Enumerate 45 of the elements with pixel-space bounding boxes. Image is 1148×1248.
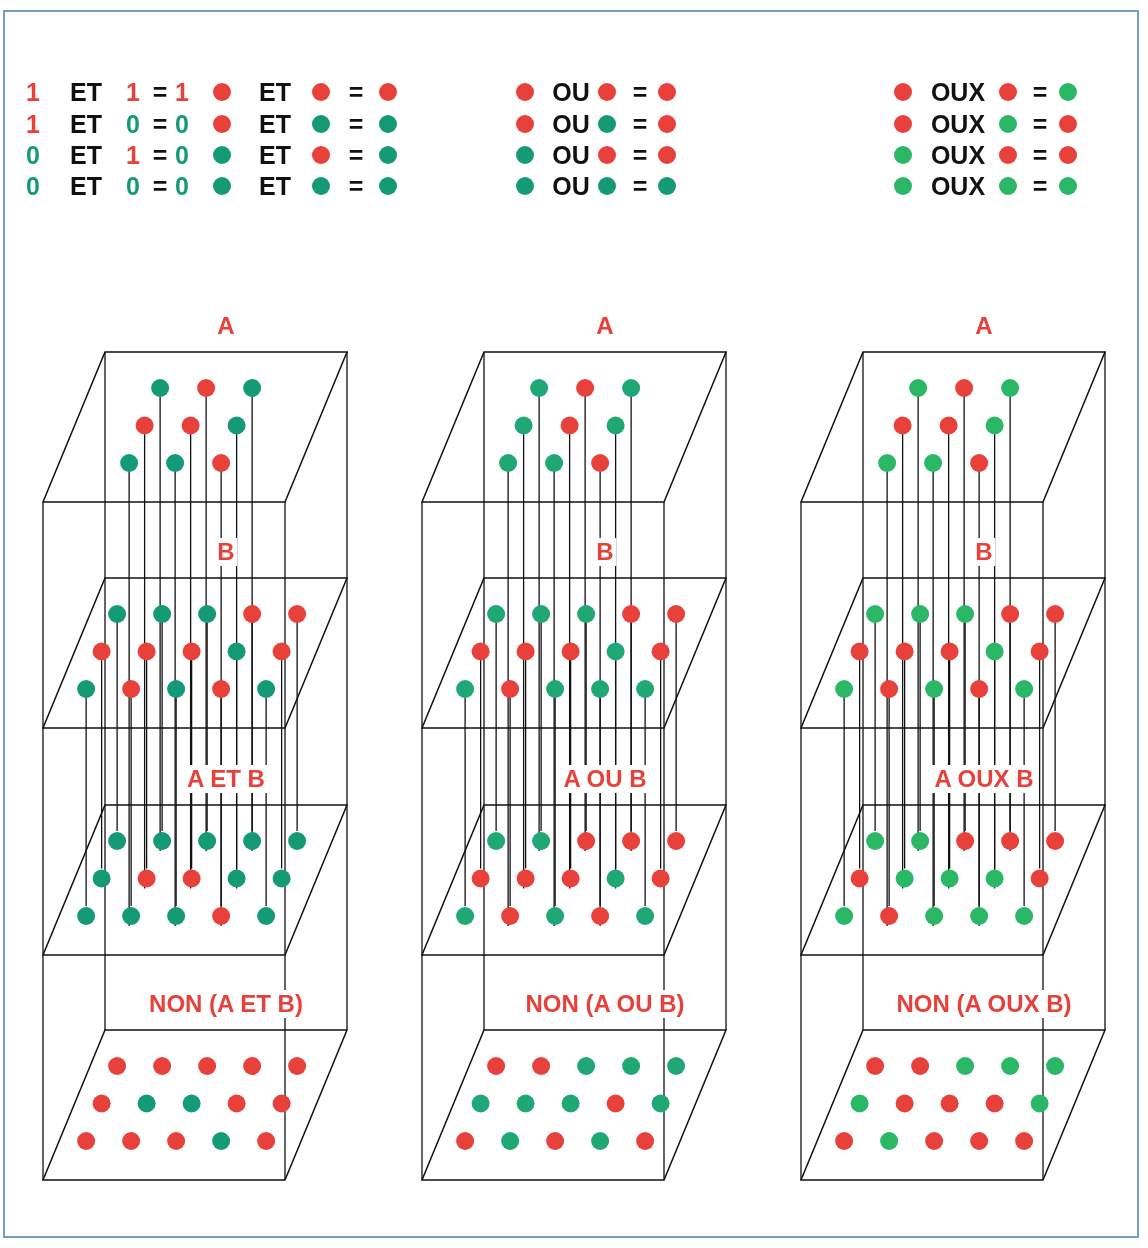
operator-label: ET: [70, 173, 102, 199]
bit-value: 0: [175, 111, 189, 137]
bit-value: 1: [126, 142, 140, 168]
bit-value: 1: [26, 111, 40, 137]
plane-label: A ET B: [184, 765, 268, 793]
equals-sign: =: [632, 79, 648, 105]
equals-sign: =: [1032, 142, 1048, 168]
operator-label: ET: [259, 142, 291, 168]
bit-value: 1: [126, 79, 140, 105]
operator-label: ET: [259, 173, 291, 199]
operator-label: ET: [70, 142, 102, 168]
equals-sign: =: [348, 79, 364, 105]
bit-value: 1: [26, 79, 40, 105]
bit-value: 0: [126, 111, 140, 137]
equals-sign: =: [152, 79, 168, 105]
bit-value: 1: [175, 79, 189, 105]
equals-sign: =: [632, 173, 648, 199]
operator-label: OUX: [930, 173, 986, 199]
equals-sign: =: [152, 111, 168, 137]
bit-value: 0: [175, 173, 189, 199]
operator-label: OUX: [930, 111, 986, 137]
operator-label: OU: [552, 111, 590, 137]
equals-sign: =: [632, 142, 648, 168]
operator-label: OU: [552, 79, 590, 105]
bit-value: 0: [175, 142, 189, 168]
bit-value: 0: [26, 142, 40, 168]
operator-label: OUX: [930, 142, 986, 168]
equals-sign: =: [348, 173, 364, 199]
bit-value: 0: [26, 173, 40, 199]
equals-sign: =: [152, 142, 168, 168]
operator-label: OUX: [930, 79, 986, 105]
equals-sign: =: [1032, 111, 1048, 137]
equals-sign: =: [632, 111, 648, 137]
operator-label: ET: [259, 111, 291, 137]
operator-label: ET: [70, 111, 102, 137]
equals-sign: =: [152, 173, 168, 199]
equals-sign: =: [1032, 79, 1048, 105]
operator-label: ET: [70, 79, 102, 105]
equals-sign: =: [348, 111, 364, 137]
operator-label: OU: [552, 173, 590, 199]
equals-sign: =: [1032, 173, 1048, 199]
operator-label: ET: [259, 79, 291, 105]
bit-value: 0: [126, 173, 140, 199]
equals-sign: =: [348, 142, 364, 168]
operator-label: OU: [552, 142, 590, 168]
